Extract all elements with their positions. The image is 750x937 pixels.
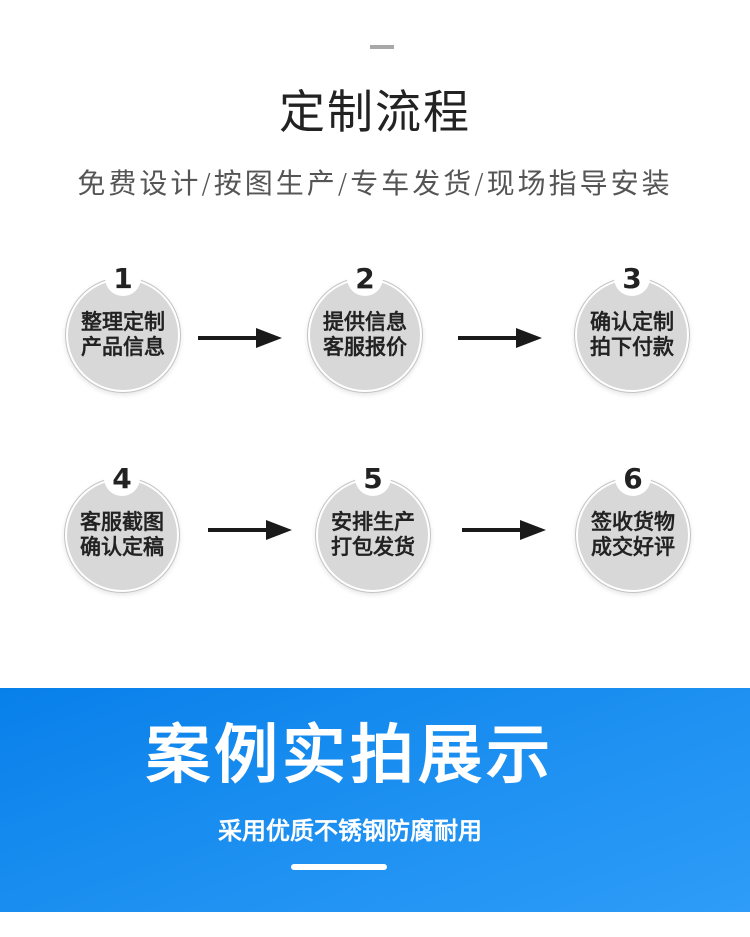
step-text-line2: 确认定稿 [80, 535, 164, 559]
banner-underline [291, 864, 387, 870]
banner-title: 案例实拍展示 [146, 719, 554, 793]
top-decorative-dash [370, 45, 394, 49]
right-arrow-icon [208, 520, 292, 540]
right-arrow-icon [462, 520, 546, 540]
right-arrow-icon [458, 328, 542, 348]
process-step-1: 1 整理定制 产品信息 [68, 260, 192, 390]
step-number-badge: 4 [104, 460, 140, 496]
step-number-badge: 2 [347, 260, 383, 296]
case-showcase-banner: 案例实拍展示 采用优质不锈钢防腐耐用 [0, 688, 750, 912]
step-number-badge: 1 [105, 260, 141, 296]
step-number-badge: 5 [355, 460, 391, 496]
page-subtitle: 免费设计/按图生产/专车发货/现场指导安装 [77, 167, 673, 200]
step-text-line2: 客服报价 [323, 335, 407, 359]
banner-subtitle: 采用优质不锈钢防腐耐用 [218, 817, 482, 845]
right-arrow-icon [198, 328, 282, 348]
step-circle: 整理定制 产品信息 [68, 280, 178, 390]
step-text-line2: 拍下付款 [590, 335, 674, 359]
step-circle: 提供信息 客服报价 [310, 280, 420, 390]
step-circle: 确认定制 拍下付款 [577, 280, 687, 390]
step-text-line1: 整理定制 [81, 310, 165, 334]
step-text-line2: 成交好评 [591, 535, 675, 559]
step-number-badge: 3 [614, 260, 650, 296]
step-number-badge: 6 [615, 460, 651, 496]
process-step-6: 6 签收货物 成交好评 [578, 460, 702, 590]
step-circle: 签收货物 成交好评 [578, 480, 688, 590]
page-title: 定制流程 [279, 85, 471, 139]
process-step-5: 5 安排生产 打包发货 [318, 460, 442, 590]
step-text-line2: 打包发货 [331, 535, 415, 559]
step-text-line1: 签收货物 [591, 510, 675, 534]
step-text-line2: 产品信息 [81, 335, 165, 359]
step-circle: 客服截图 确认定稿 [67, 480, 177, 590]
step-text-line1: 确认定制 [590, 310, 674, 334]
step-text-line1: 客服截图 [80, 510, 164, 534]
step-circle: 安排生产 打包发货 [318, 480, 428, 590]
process-step-4: 4 客服截图 确认定稿 [67, 460, 191, 590]
process-step-2: 2 提供信息 客服报价 [310, 260, 434, 390]
step-text-line1: 安排生产 [331, 510, 415, 534]
process-step-3: 3 确认定制 拍下付款 [577, 260, 701, 390]
step-text-line1: 提供信息 [323, 310, 407, 334]
